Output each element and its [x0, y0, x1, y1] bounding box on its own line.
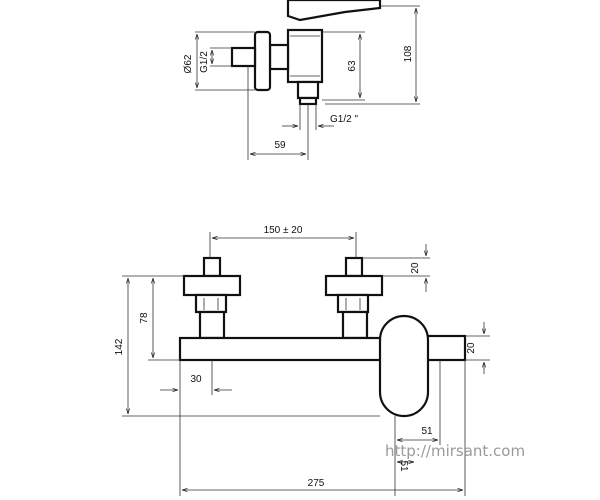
- watermark: http://mirsant.com: [385, 442, 525, 460]
- thread-side-label: G1/2: [199, 51, 210, 73]
- spacing-label: 150 ± 20: [264, 225, 303, 236]
- left-flange: [182, 274, 242, 297]
- spout-dia-label: 20: [466, 342, 477, 354]
- escutcheon: [253, 30, 272, 92]
- handle-lever: [286, 0, 382, 22]
- left-union: [198, 310, 226, 340]
- mixer-body: [178, 336, 392, 362]
- right-cap: [344, 256, 364, 278]
- inlet-height-label: 78: [139, 312, 150, 324]
- height-label: 63: [347, 60, 358, 72]
- bottom-outlet: [296, 80, 320, 100]
- handle-depth-label: 51: [398, 460, 409, 472]
- front-view: 150 ± 20 20 78 142 20 30 51 51 275: [114, 225, 490, 496]
- overall-height-label: 108: [403, 45, 414, 62]
- left-nut: [194, 293, 228, 314]
- right-union: [341, 310, 369, 340]
- handle-offset-label: 51: [421, 426, 433, 437]
- cap-height-label: 20: [410, 262, 421, 274]
- handle: [378, 314, 430, 418]
- inlet-offset-label: 30: [190, 374, 202, 385]
- overall-height-label-front: 142: [114, 338, 125, 355]
- side-view: Ø62 G1/2 63 108 G1/2 " 59: [183, 0, 420, 160]
- inlet-pipe: [268, 43, 290, 71]
- thread-stub: [230, 46, 257, 68]
- right-flange: [324, 274, 384, 297]
- right-nut: [336, 293, 370, 314]
- left-cap: [202, 256, 222, 278]
- diameter-label: Ø62: [183, 54, 194, 73]
- valve-body: [286, 28, 324, 84]
- overall-width-label: 275: [308, 478, 325, 489]
- depth-label: 59: [274, 140, 286, 151]
- thread-bottom-label: G1/2 ": [330, 114, 358, 125]
